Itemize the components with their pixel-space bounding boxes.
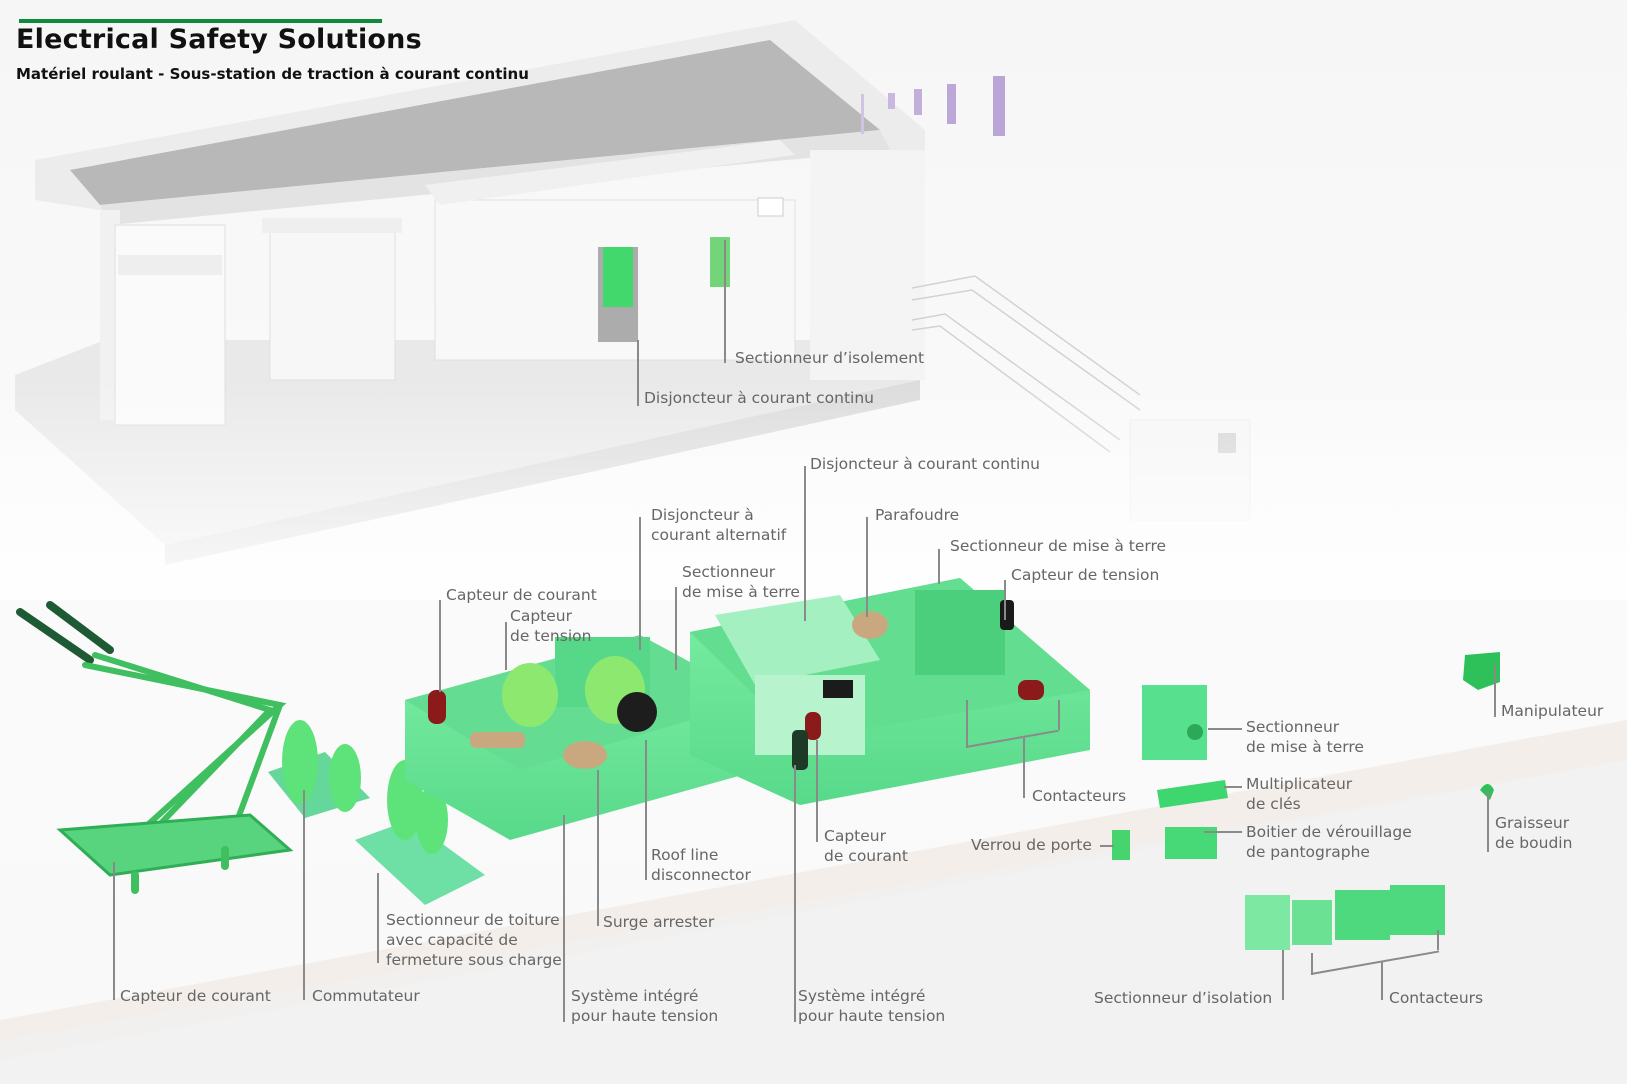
label-isolation-switch-b[interactable]: Sectionneur d’isolation [1094,989,1273,1007]
label-hv-system-b-1[interactable]: Système intégré [798,987,926,1005]
hv-integrated-system-ac [405,635,760,840]
label-roof-line-disconnector-1[interactable]: Roof line [651,846,719,864]
label-roof-switch-3[interactable]: fermeture sous charge [386,951,562,969]
leader-line [675,587,677,670]
leader-line [1004,580,1006,620]
leader-line [816,740,818,842]
label-contactors-a[interactable]: Contacteurs [1032,787,1127,805]
label-pantograph-current-sensor[interactable]: Capteur de courant [120,987,271,1005]
leader-line [377,873,379,963]
label-earthing-switch-a-2[interactable]: de mise à terre [682,583,800,601]
label-hv-system-b-2[interactable]: pour haute tension [798,1007,946,1025]
bracket-line [1437,930,1439,950]
label-surge-arrester[interactable]: Surge arrester [603,913,715,931]
label-current-sensor-b-1[interactable]: Capteur [824,827,886,845]
leader-line [113,862,115,1000]
leader-line [1224,786,1242,788]
leader-line [1204,831,1242,833]
leader-line [938,549,940,584]
leader-line [1100,845,1114,847]
label-current-sensor-a[interactable]: Capteur de courant [446,586,597,604]
leader-line [439,600,441,692]
label-earthing-switch-c-2[interactable]: de mise à terre [1246,738,1364,756]
manipulator-device [1463,652,1500,690]
label-hv-system-a-2[interactable]: pour haute tension [571,1007,719,1025]
leader-line [1487,790,1489,852]
leader-line [639,517,641,650]
door-lock-device [1112,830,1130,860]
isolation-switch-highlight [710,237,730,287]
leader-line [804,466,806,621]
commutator [268,720,370,818]
bracket-line [1058,700,1060,730]
label-isolation-switch[interactable]: Sectionneur d’isolement [735,349,925,367]
switchgear-line [425,140,796,361]
railway-track [0,720,1627,1084]
label-flange-lubricator-1[interactable]: Graisseur [1495,814,1570,832]
label-ac-breaker-2[interactable]: courant alternatif [651,526,787,544]
label-manipulator[interactable]: Manipulateur [1501,702,1604,720]
leader-line [563,815,565,1022]
label-ac-breaker-1[interactable]: Disjoncteur à [651,506,754,524]
leader-line [637,340,639,406]
transformer [262,218,402,381]
leader-line [645,740,647,880]
page-subtitle: Matériel roulant - Sous-station de tract… [16,65,529,83]
label-earthing-switch-a-1[interactable]: Sectionneur [682,563,776,581]
earthing-switch-device [1142,685,1207,760]
label-roof-line-disconnector-2[interactable]: disconnector [651,866,751,884]
label-pantograph-lock-box-1[interactable]: Boitier de vérouillage [1246,823,1412,841]
key-multiplier-device [1157,780,1228,808]
leader-line [1494,665,1496,717]
label-hv-system-a-1[interactable]: Système intégré [571,987,699,1005]
substation-building [0,20,1627,600]
bracket-line [1311,953,1313,975]
dc-breaker-highlight [603,247,633,307]
label-dc-breaker[interactable]: Disjoncteur à courant continu [810,455,1041,473]
leader-line [1208,728,1242,730]
bracket-line [966,700,968,748]
label-voltage-sensor-a-2[interactable]: de tension [510,627,592,645]
leader-line [1023,738,1025,798]
label-voltage-sensor-b[interactable]: Capteur de tension [1011,566,1160,584]
leader-line [866,517,868,617]
leader-line [794,765,796,1022]
page-title: Electrical Safety Solutions [16,24,422,55]
pantograph [16,601,294,894]
label-contactors-b[interactable]: Contacteurs [1389,989,1484,1007]
label-key-multiplier-1[interactable]: Multiplicateur [1246,775,1353,793]
label-roof-switch-2[interactable]: avec capacité de [386,931,518,949]
label-earthing-switch-b[interactable]: Sectionneur de mise à terre [950,537,1167,555]
label-voltage-sensor-a-1[interactable]: Capteur [510,607,572,625]
contactor-row [1245,885,1445,950]
label-commutator[interactable]: Commutateur [312,987,420,1005]
hv-integrated-system-dc [690,578,1090,805]
label-key-multiplier-2[interactable]: de clés [1246,795,1301,813]
label-flange-lubricator-2[interactable]: de boudin [1495,834,1573,852]
leader-line [1381,961,1383,1000]
label-current-sensor-b-2[interactable]: de courant [824,847,908,865]
label-earthing-switch-c-1[interactable]: Sectionneur [1246,718,1340,736]
label-surge-protector[interactable]: Parafoudre [875,506,960,524]
label-door-lock[interactable]: Verrou de porte [971,836,1092,854]
signal-icon [861,76,1005,136]
label-roof-switch-1[interactable]: Sectionneur de toiture [386,911,560,929]
leader-line [505,622,507,670]
leader-line [1282,950,1284,1000]
label-dc-breaker-substation[interactable]: Disjoncteur à courant continu [644,389,875,407]
leader-line [303,790,305,1000]
title-accent-bar [19,19,382,23]
leader-line [724,240,726,363]
leader-line [597,770,599,926]
label-pantograph-lock-box-2[interactable]: de pantographe [1246,843,1370,861]
